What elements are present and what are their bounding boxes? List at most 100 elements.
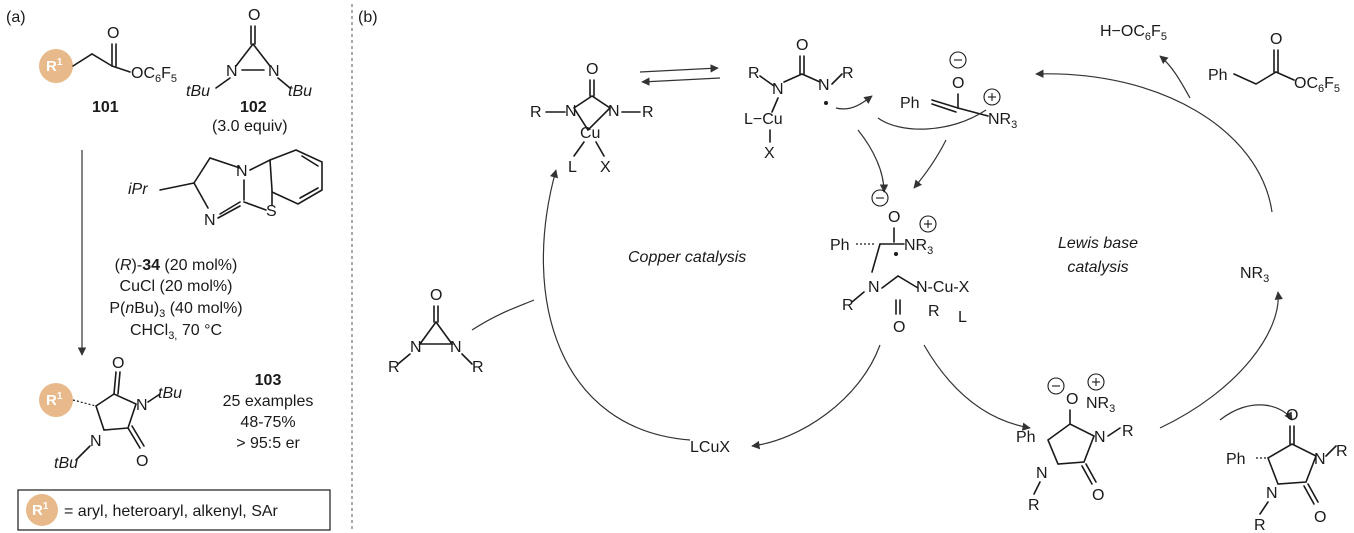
svg-text:R: R (842, 297, 854, 314)
svg-text:O: O (1270, 31, 1282, 48)
svg-text:R: R (388, 359, 400, 376)
svg-text:NR3: NR3 (1086, 395, 1115, 415)
copper-metallacycle: O N N Cu R R L X (530, 61, 654, 176)
reagent-102: O N N tBu tBu 102 (3.0 equiv) (186, 7, 312, 135)
svg-text:Ph: Ph (1226, 451, 1246, 468)
svg-text:R: R (1336, 443, 1348, 460)
nr3-label: NR3 (1240, 265, 1269, 285)
svg-text:X: X (600, 159, 611, 176)
svg-text:X: X (764, 145, 775, 162)
svg-text:O: O (1092, 487, 1104, 504)
r1-legend: R1 = aryl, heteroaryl, alkenyl, SAr (17, 489, 331, 531)
product-103-stats: 103 25 examples 48-75% > 95:5 er (223, 372, 314, 452)
svg-text:N: N (565, 103, 577, 120)
tbu-top: tBu (158, 385, 182, 402)
svg-text:L: L (568, 159, 577, 176)
product-103: R1 O N tBu N O tBu (39, 355, 182, 472)
condition-solvent: CHCl3, 70 °C (130, 322, 222, 342)
svg-text:R: R (642, 104, 654, 121)
svg-text:Ph: Ph (830, 237, 850, 254)
lewis-base-label-2: catalysis (1067, 259, 1128, 276)
svg-text:N-Cu-X: N-Cu-X (916, 279, 970, 296)
r1-ball-icon (39, 49, 73, 83)
lewis-base-label-1: Lewis base (1058, 235, 1138, 252)
examples-count: 25 examples (223, 393, 314, 410)
ester-group: OC6F5 (131, 65, 177, 85)
condition-phosphine: P(nBu)3 (40 mol%) (109, 300, 242, 320)
svg-text:N: N (1314, 451, 1326, 468)
condition-catalyst: (R)-34 (20 mol%) (115, 257, 238, 274)
r1-definition: = aryl, heteroaryl, alkenyl, SAr (64, 503, 279, 520)
svg-text:Ph: Ph (900, 95, 920, 112)
svg-text:O: O (430, 287, 442, 304)
o-bottom: O (136, 453, 148, 470)
equiv-label: (3.0 equiv) (212, 118, 288, 135)
panel-a-label: (a) (6, 9, 26, 26)
svg-text:NR3: NR3 (988, 111, 1017, 131)
n-left: N (90, 433, 102, 450)
conditions: (R)-34 (20 mol%) CuCl (20 mol%) P(nBu)3 … (109, 257, 242, 342)
panel-b-label: (b) (358, 9, 378, 26)
s-atom: S (266, 203, 277, 220)
phenylacetate-ester: Ph O OC6F5 (1208, 31, 1340, 95)
hydantoin-product: O Ph N R N R O (1226, 407, 1348, 533)
svg-text:R: R (842, 65, 854, 82)
svg-text:N: N (608, 103, 620, 120)
svg-text:O: O (893, 319, 905, 336)
tetrahedral-intermediate: O NR3 Ph N R N R O (1016, 373, 1134, 514)
aminyl-copper-radical: O R N N R L−Cu X (744, 37, 854, 162)
svg-text:N: N (868, 279, 880, 296)
pentafluorophenol: H−OC6F5 (1100, 23, 1167, 43)
svg-text:O: O (586, 61, 598, 78)
copper-catalysis-label: Copper catalysis (628, 249, 746, 266)
svg-text:N: N (1266, 485, 1278, 502)
svg-text:L: L (958, 309, 967, 326)
tbu-right: tBu (288, 83, 312, 100)
ipr-group: iPr (128, 181, 148, 198)
r1-symbol: R1 (46, 57, 63, 75)
ammonium-enolate: O Ph NR3 (900, 51, 1017, 131)
n-atom: N (226, 63, 238, 80)
tbu-left: tBu (186, 83, 210, 100)
r1-ball-icon (26, 494, 58, 526)
svg-text:R: R (530, 104, 542, 121)
svg-text:O: O (796, 37, 808, 54)
svg-text:N: N (1094, 429, 1106, 446)
svg-text:O: O (888, 209, 900, 226)
svg-text:R: R (1122, 423, 1134, 440)
svg-text:NR3: NR3 (904, 237, 933, 257)
svg-text:R: R (928, 303, 940, 320)
svg-text:O: O (952, 75, 964, 92)
r1-ball-icon (39, 383, 73, 417)
svg-text:R: R (1028, 497, 1040, 514)
n-right: N (136, 397, 148, 414)
er-value: > 95:5 er (236, 435, 300, 452)
svg-text:N: N (1036, 465, 1048, 482)
tbu-bottom: tBu (54, 455, 78, 472)
svg-text:R: R (748, 65, 760, 82)
svg-text:Ph: Ph (1208, 67, 1228, 84)
compound-101-id: 101 (92, 99, 119, 116)
n-atom-imine: N (204, 212, 216, 229)
svg-text:R: R (1254, 517, 1266, 533)
svg-text:R: R (472, 359, 484, 376)
svg-text:L−Cu: L−Cu (744, 111, 783, 128)
n-atom: N (268, 63, 280, 80)
o-atom: O (248, 7, 260, 24)
yield-range: 48-75% (240, 414, 295, 431)
diaziridinone: O N N R R (388, 287, 484, 376)
n-atom-ring: N (236, 163, 248, 180)
svg-text:O: O (1286, 407, 1298, 424)
svg-text:OC6F5: OC6F5 (1294, 75, 1340, 95)
condition-cucl: CuCl (20 mol%) (120, 278, 233, 295)
compound-103-id: 103 (255, 372, 282, 389)
lcux-label: LCuX (690, 439, 730, 456)
svg-text:N: N (410, 339, 422, 356)
compound-102-id: 102 (240, 99, 267, 116)
svg-text:N: N (450, 339, 462, 356)
svg-text:Cu: Cu (580, 125, 600, 142)
radical-intermediate: O NR3 Ph N R O N-Cu-X R L (830, 189, 970, 336)
reagent-101: R1 O OC6F5 101 (39, 25, 177, 116)
catalyst-34: iPr N N S (128, 149, 323, 229)
svg-text:N: N (818, 77, 830, 94)
